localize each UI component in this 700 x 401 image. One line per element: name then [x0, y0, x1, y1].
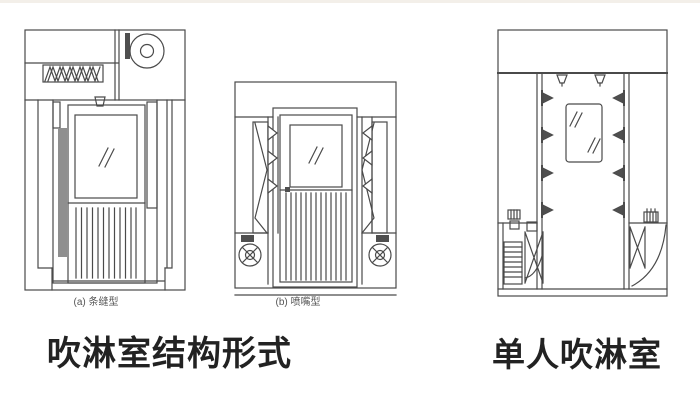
- door-assembly: [52, 96, 158, 284]
- nozzle-icon: [542, 129, 554, 141]
- door-latch-icon: [94, 96, 106, 107]
- photo-top-edge: [0, 0, 700, 3]
- door-latch-icon: [285, 187, 290, 192]
- caption-structure-forms: 吹淋室结构形式: [47, 335, 292, 373]
- side-nozzles-left: [541, 90, 554, 218]
- sub-caption-a: (a) 条缝型: [73, 297, 119, 308]
- blower-left: [234, 232, 269, 285]
- nozzle-icon: [612, 204, 624, 216]
- nozzle-icon: [542, 167, 554, 179]
- door-slot-grille: [75, 207, 137, 279]
- air-channel-walls: [37, 99, 173, 269]
- diagram-nozzle-type: [234, 81, 397, 296]
- glass-reflection-icon: [308, 146, 324, 165]
- filter-fan-unit-left: [503, 209, 544, 285]
- door-slot-grille: [285, 192, 347, 281]
- glass-reflection-icon: [587, 137, 601, 154]
- nozzle-icon: [362, 177, 373, 195]
- blower-right: [361, 232, 397, 285]
- nozzle-icon: [556, 74, 568, 84]
- exhaust-fan-icon: [125, 33, 165, 69]
- nozzle-icon: [542, 92, 554, 104]
- side-nozzles-right: [612, 90, 625, 218]
- nozzle-icon: [267, 177, 278, 195]
- threshold: [51, 267, 166, 291]
- filter-duct-unit-right: [629, 208, 667, 287]
- nozzle-icon: [594, 74, 606, 84]
- ceiling-nozzles: [556, 74, 606, 87]
- nozzle-bank-left: [267, 116, 279, 234]
- glass-window: [565, 103, 603, 163]
- truss-column-left: [252, 121, 269, 234]
- nozzle-icon: [612, 129, 624, 141]
- glass-window: [289, 124, 343, 188]
- glass-window: [74, 114, 138, 199]
- duct-curve: [631, 224, 667, 287]
- door-assembly: [272, 107, 358, 288]
- sub-caption-b: (b) 喷嘴型: [275, 297, 321, 308]
- nozzle-icon: [362, 149, 373, 167]
- cabinet-outline: [24, 29, 186, 291]
- cabinet-outline: [497, 29, 668, 297]
- nozzle-icon: [362, 124, 373, 142]
- nozzle-icon: [267, 149, 278, 167]
- cabinet-outline: [234, 81, 397, 296]
- heater-coil-icon: [42, 64, 104, 83]
- caption-single-person: 单人吹淋室: [492, 336, 662, 373]
- glass-reflection-icon: [98, 147, 115, 168]
- door-hinge-strip: [58, 128, 67, 257]
- truss-column-right: [361, 121, 388, 234]
- nozzle-icon: [267, 124, 278, 142]
- glass-reflection-icon: [569, 111, 583, 128]
- nozzle-icon: [612, 92, 624, 104]
- chamber-walls: [497, 72, 668, 290]
- diagram-single-person: [497, 29, 668, 297]
- diagram-slot-type: [24, 29, 186, 291]
- nozzle-icon: [542, 204, 554, 216]
- nozzle-bank-right: [361, 116, 373, 234]
- nozzle-icon: [612, 167, 624, 179]
